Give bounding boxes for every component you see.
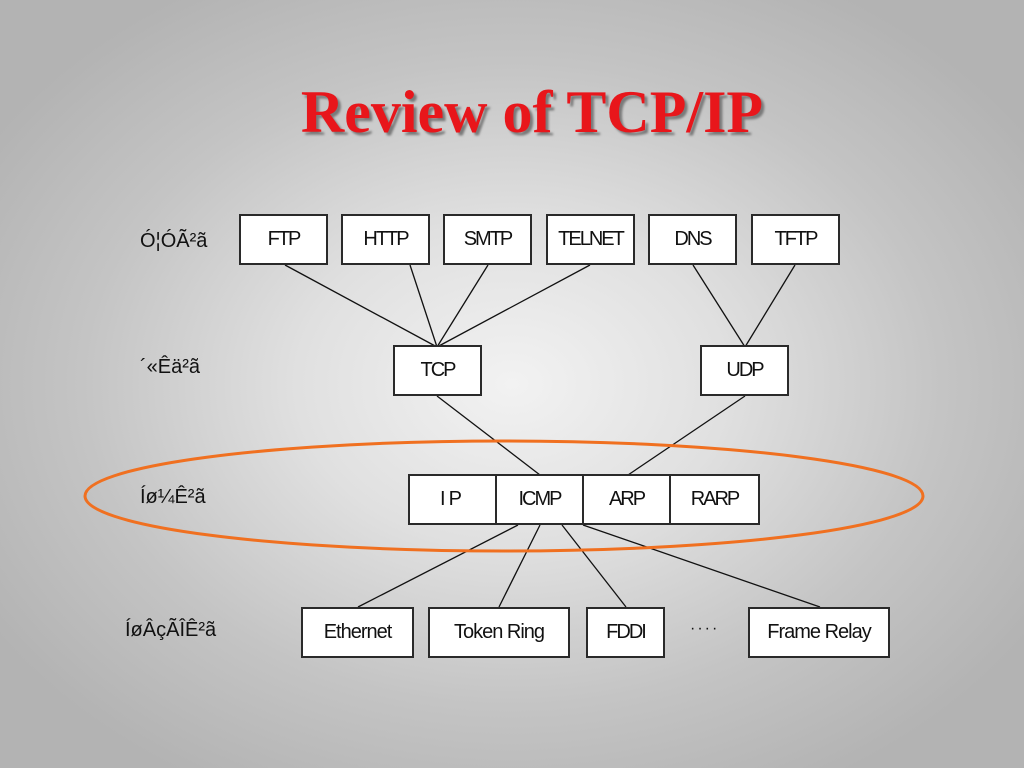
link-tcp-ip [436, 395, 541, 476]
link-http-tcp [409, 264, 438, 348]
layer-label-transport: ´«Êä²ã [140, 356, 201, 378]
link-ip-framerelay [582, 524, 821, 608]
link-telnet-tcp [436, 264, 591, 348]
box-frame-relay: Frame Relay [748, 607, 890, 658]
box-udp: UDP [700, 345, 789, 396]
layer-label-interface: ÍøÂçÃÎÊ²ã [125, 619, 217, 641]
link-ip-tokenring [498, 524, 541, 608]
box-fddi: FDDI [586, 607, 665, 658]
link-dns-udp [692, 264, 746, 348]
layer-label-network: Íø¼Ê²ã [140, 486, 206, 508]
link-ip-fddi [561, 524, 627, 608]
link-ip-ethernet [357, 524, 519, 608]
box-ip: IP [408, 474, 497, 525]
box-smtp: SMTP [443, 214, 532, 265]
more-interfaces-ellipsis: ···· [690, 620, 720, 637]
box-arp: ARP [582, 474, 671, 525]
link-udp-ip [627, 395, 746, 476]
box-ethernet: Ethernet [301, 607, 414, 658]
link-ftp-tcp [284, 264, 438, 348]
box-dns: DNS [648, 214, 737, 265]
box-icmp: ICMP [495, 474, 584, 525]
page-title: Review of TCP/IP [300, 79, 764, 145]
box-http: HTTP [341, 214, 430, 265]
layer-label-application: Ó¦ÓÃ²ã [140, 230, 208, 252]
box-ftp: FTP [239, 214, 328, 265]
network-layer-highlight [83, 439, 925, 553]
box-rarp: RARP [669, 474, 760, 525]
box-tftp: TFTP [751, 214, 840, 265]
box-telnet: TELNET [546, 214, 635, 265]
link-tftp-udp [744, 264, 796, 348]
box-tcp: TCP [393, 345, 482, 396]
box-token-ring: Token Ring [428, 607, 570, 658]
link-smtp-tcp [436, 264, 489, 348]
